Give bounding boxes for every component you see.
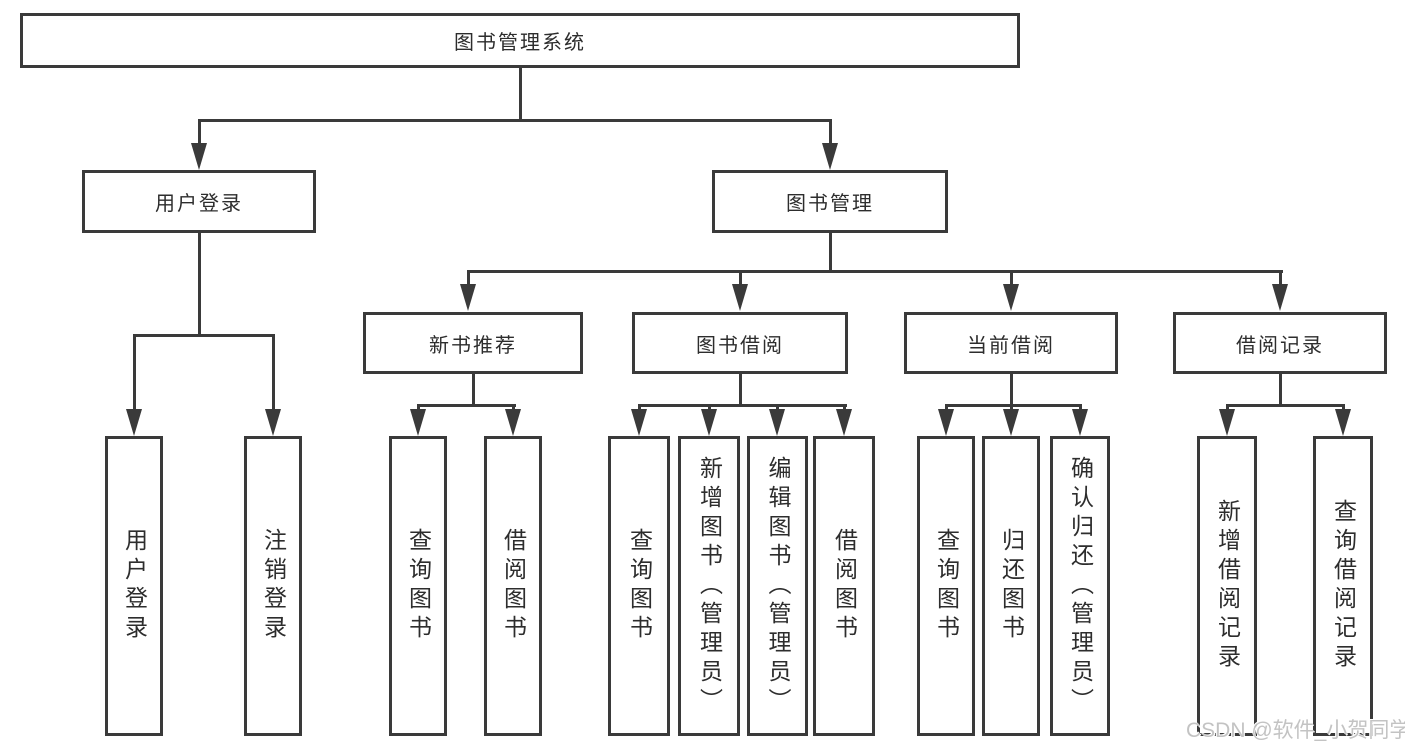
arrow-down-icon xyxy=(938,409,954,436)
leaf-user-login: 用户登录 xyxy=(105,436,163,736)
csdn-watermark: CSDN @软件_小贺同学 xyxy=(1186,719,1405,742)
node-root-system: 图书管理系统 xyxy=(20,13,1020,68)
leaf-bb-query-books: 查询图书 xyxy=(608,436,670,736)
arrow-down-icon xyxy=(701,409,717,436)
arrow-down-icon xyxy=(836,409,852,436)
arrow-down-icon xyxy=(460,284,476,311)
leaf-bb-borrow-books: 借阅图书 xyxy=(813,436,875,736)
connector-line xyxy=(416,404,516,407)
connector-line xyxy=(518,68,522,122)
leaf-br-add-record-label: 新增借阅记录 xyxy=(1214,499,1241,673)
leaf-cb-confirm-return-admin-label: 确认归还（管理员） xyxy=(1067,455,1094,717)
leaf-br-add-record: 新增借阅记录 xyxy=(1197,436,1257,736)
leaf-logout-label: 注销登录 xyxy=(260,528,287,644)
arrow-down-icon xyxy=(191,143,207,170)
connector-line xyxy=(1225,404,1345,407)
connector-line xyxy=(738,374,742,406)
leaf-cb-query-books: 查询图书 xyxy=(917,436,975,736)
node-borrow-records: 借阅记录 xyxy=(1173,312,1387,374)
connector-line xyxy=(828,233,832,273)
node-borrow-records-label: 借阅记录 xyxy=(1236,334,1324,357)
leaf-logout: 注销登录 xyxy=(244,436,302,736)
connector-line xyxy=(707,404,711,412)
connector-line xyxy=(944,404,1082,407)
connector-line xyxy=(1278,374,1282,406)
connector-line xyxy=(416,404,420,412)
connector-line xyxy=(466,270,1283,273)
connector-line xyxy=(1225,404,1229,412)
leaf-cb-return-books: 归还图书 xyxy=(982,436,1040,736)
connector-line xyxy=(471,374,475,406)
connector-line xyxy=(271,334,275,410)
connector-line xyxy=(842,404,846,412)
arrow-down-icon xyxy=(1003,284,1019,311)
connector-line xyxy=(637,404,641,412)
connector-line xyxy=(132,334,136,410)
arrow-down-icon xyxy=(1272,284,1288,311)
leaf-bb-add-books-admin: 新增图书（管理员） xyxy=(678,436,740,736)
arrow-down-icon xyxy=(631,409,647,436)
connector-line xyxy=(197,119,832,122)
arrow-down-icon xyxy=(769,409,785,436)
node-new-book-recommend-label: 新书推荐 xyxy=(429,334,517,357)
leaf-cb-confirm-return-admin: 确认归还（管理员） xyxy=(1050,436,1110,736)
connector-line xyxy=(132,334,275,337)
connector-line xyxy=(775,404,779,412)
arrow-down-icon xyxy=(1335,409,1351,436)
connector-line xyxy=(944,404,948,412)
arrow-down-icon xyxy=(1072,409,1088,436)
arrow-down-icon xyxy=(126,409,142,436)
leaf-nbr-query-books: 查询图书 xyxy=(389,436,447,736)
connector-line xyxy=(1009,374,1013,406)
leaf-br-query-record: 查询借阅记录 xyxy=(1313,436,1373,736)
leaf-cb-query-books-label: 查询图书 xyxy=(933,528,960,644)
connector-line xyxy=(828,119,832,146)
arrow-down-icon xyxy=(410,409,426,436)
arrow-down-icon xyxy=(505,409,521,436)
node-book-borrow-label: 图书借阅 xyxy=(696,334,784,357)
arrow-down-icon xyxy=(1219,409,1235,436)
connector-line xyxy=(1341,404,1345,412)
node-user-login-branch: 用户登录 xyxy=(82,170,316,233)
node-book-management-label: 图书管理 xyxy=(786,193,874,215)
connector-line xyxy=(197,119,201,146)
arrow-down-icon xyxy=(1003,409,1019,436)
leaf-bb-edit-books-admin: 编辑图书（管理员） xyxy=(747,436,808,736)
node-current-borrow-label: 当前借阅 xyxy=(967,334,1055,357)
connector-line xyxy=(1009,404,1013,412)
node-new-book-recommend: 新书推荐 xyxy=(363,312,583,374)
connector-line xyxy=(466,270,470,286)
leaf-br-query-record-label: 查询借阅记录 xyxy=(1330,499,1357,673)
connector-line xyxy=(738,270,742,286)
node-root-label: 图书管理系统 xyxy=(454,32,586,54)
connector-line xyxy=(1278,270,1282,286)
node-user-login-branch-label: 用户登录 xyxy=(155,193,243,215)
leaf-bb-borrow-books-label: 借阅图书 xyxy=(831,528,858,644)
node-book-borrow: 图书借阅 xyxy=(632,312,848,374)
connector-line xyxy=(637,404,847,407)
leaf-nbr-query-books-label: 查询图书 xyxy=(405,528,432,644)
connector-line xyxy=(197,233,201,337)
leaf-bb-add-books-admin-label: 新增图书（管理员） xyxy=(696,455,723,717)
node-current-borrow: 当前借阅 xyxy=(904,312,1118,374)
leaf-bb-query-books-label: 查询图书 xyxy=(626,528,653,644)
connector-line xyxy=(1009,270,1013,286)
leaf-nbr-borrow-books-label: 借阅图书 xyxy=(500,528,527,644)
leaf-bb-edit-books-admin-label: 编辑图书（管理员） xyxy=(765,455,791,717)
leaf-user-login-label: 用户登录 xyxy=(121,528,148,644)
leaf-cb-return-books-label: 归还图书 xyxy=(998,528,1025,644)
connector-line xyxy=(511,404,515,412)
leaf-nbr-borrow-books: 借阅图书 xyxy=(484,436,542,736)
node-book-management-branch: 图书管理 xyxy=(712,170,948,233)
connector-line xyxy=(1078,404,1082,412)
arrow-down-icon xyxy=(265,409,281,436)
arrow-down-icon xyxy=(732,284,748,311)
arrow-down-icon xyxy=(822,143,838,170)
